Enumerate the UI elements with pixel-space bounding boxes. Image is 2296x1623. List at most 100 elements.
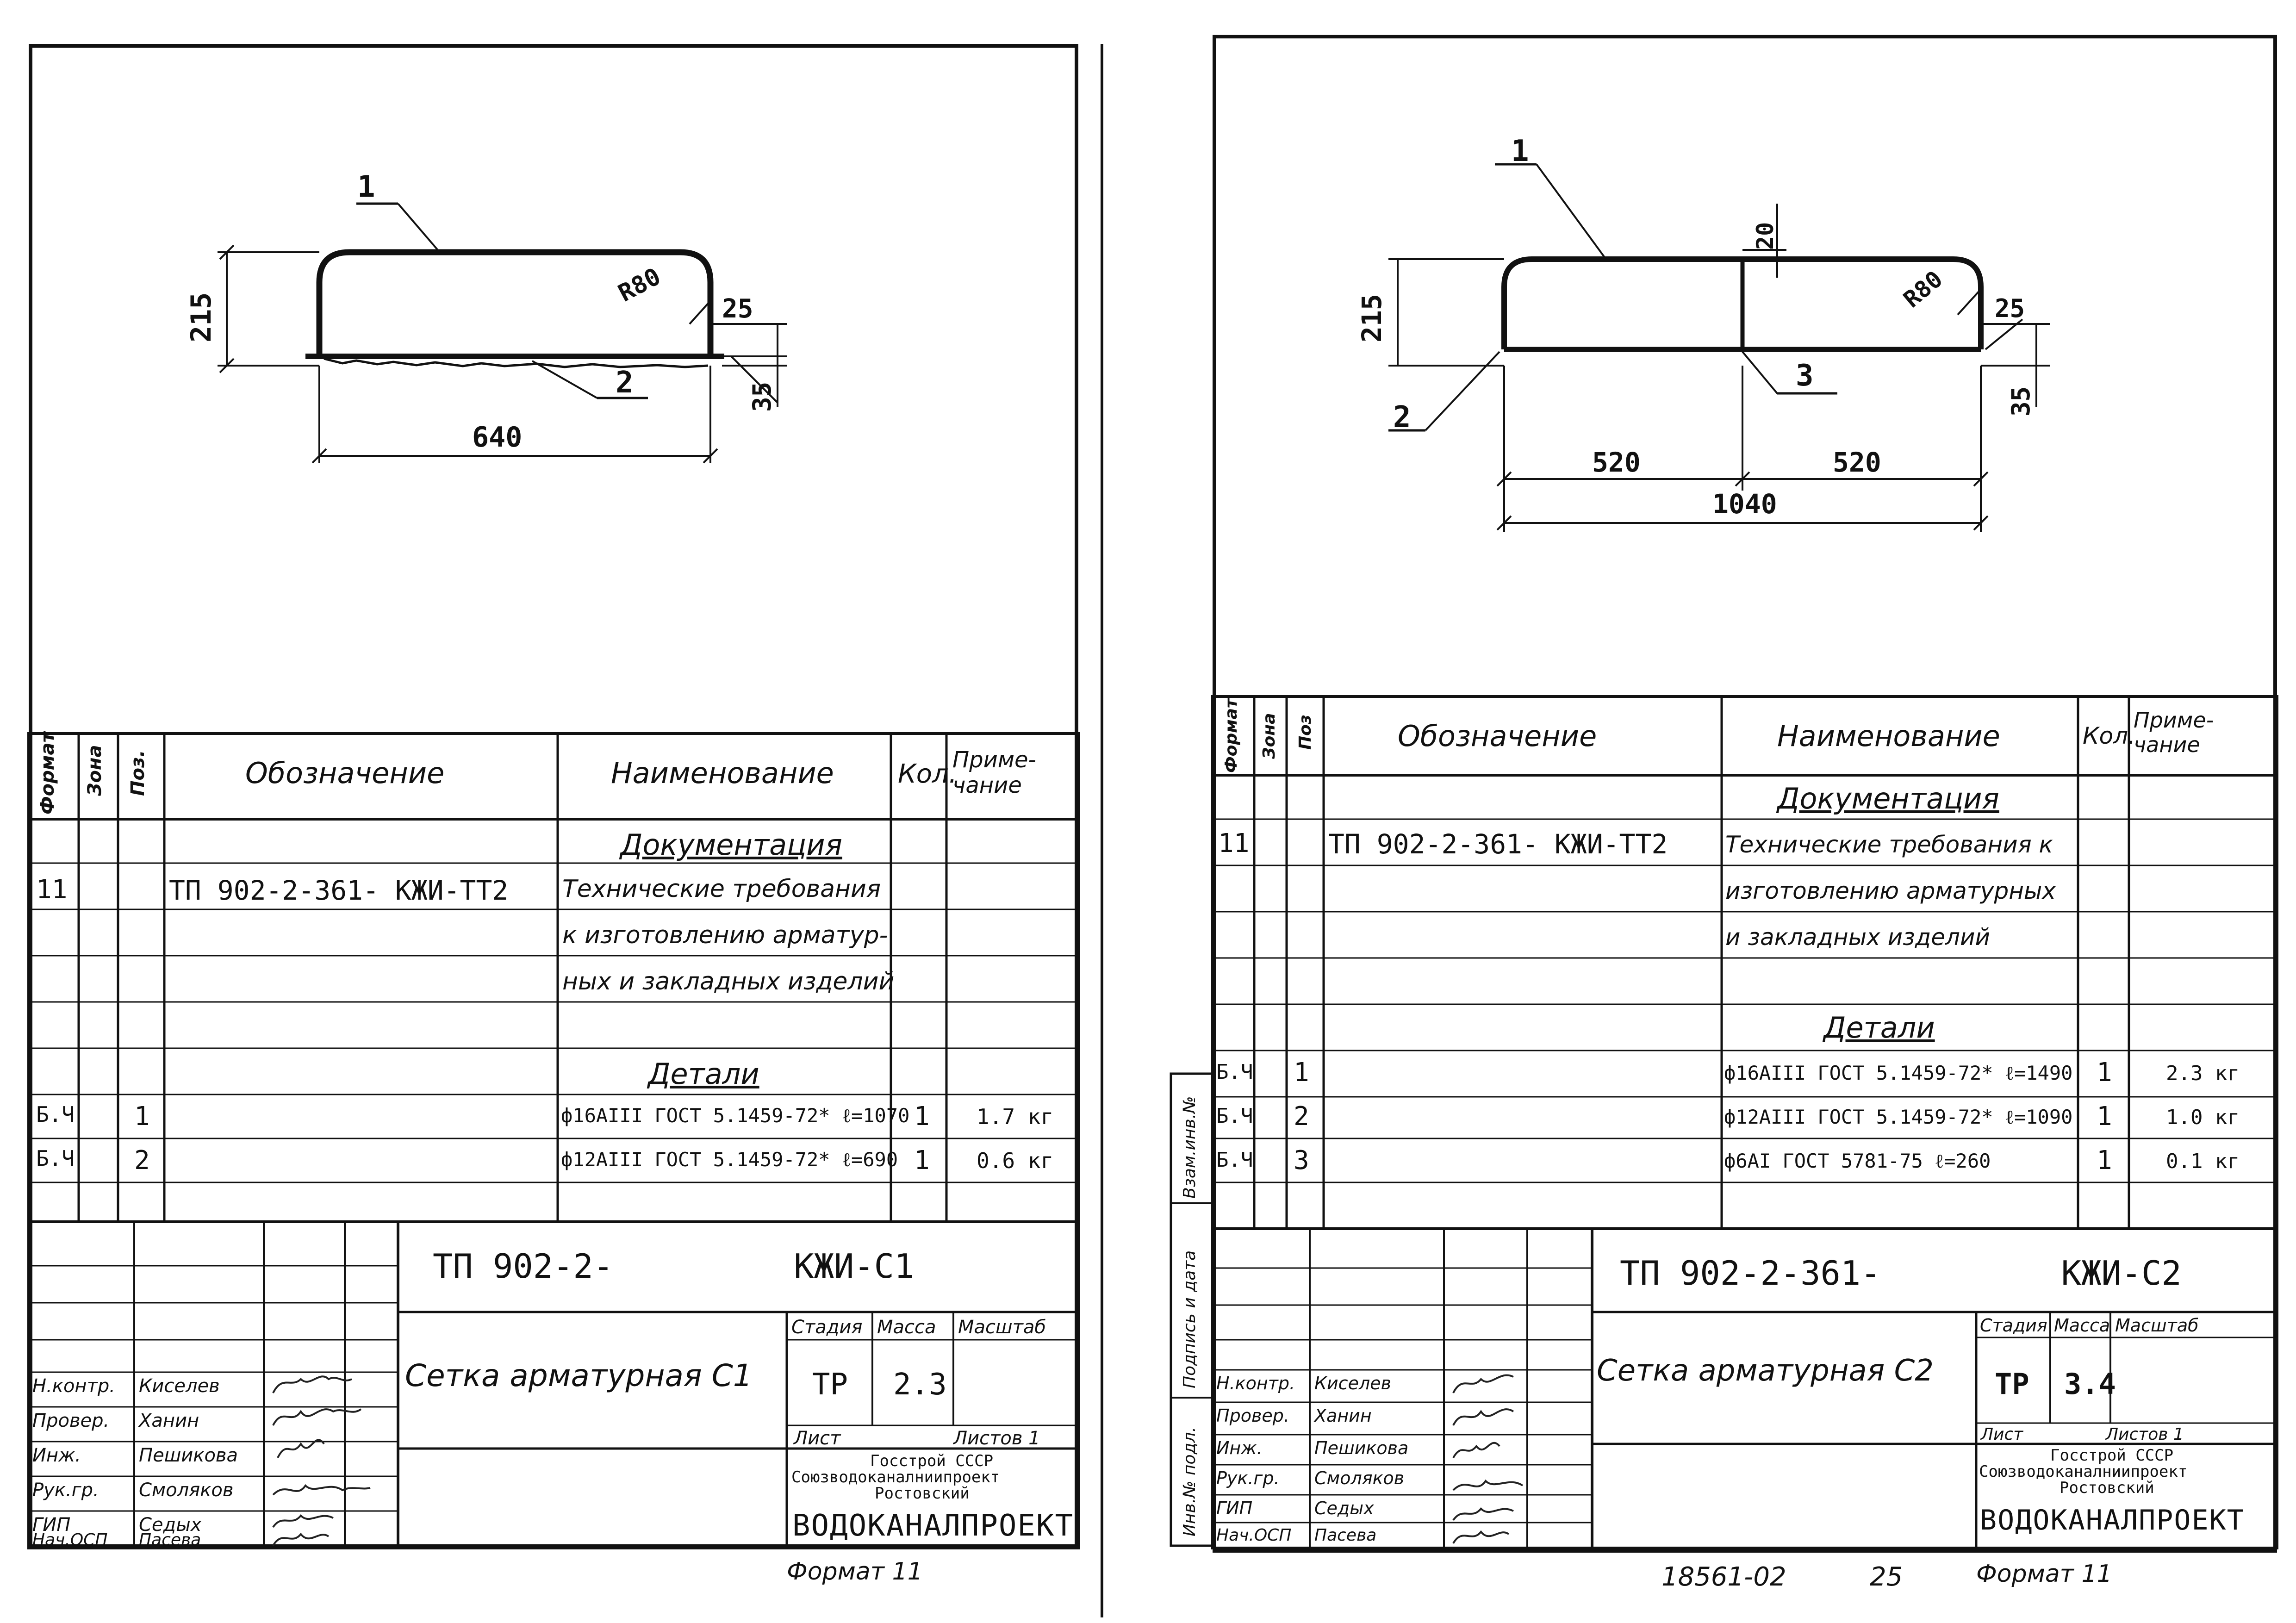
- person-5: Седых: [139, 1514, 202, 1536]
- stage-value: ТР: [812, 1368, 848, 1402]
- part-2-format: Б.Ч: [1216, 1104, 1253, 1128]
- mass-label: Масса: [877, 1317, 936, 1338]
- signature-6: [272, 1532, 330, 1547]
- signature-1: [1452, 1374, 1514, 1393]
- header-designation: Обозначение: [1398, 719, 1597, 753]
- role-6: Нач.ОСП: [1216, 1526, 1292, 1545]
- position-label-1: 1: [357, 170, 375, 204]
- stage-label: Стадия: [791, 1317, 863, 1338]
- part-2-position: 2: [134, 1145, 150, 1175]
- role-5: ГИП: [1216, 1498, 1253, 1518]
- header-name: Наименование: [611, 756, 834, 790]
- header-name: Наименование: [1777, 719, 2000, 753]
- part-2-name: ф12АIII ГОСТ 5.1459-72* ℓ=690: [561, 1148, 898, 1171]
- org-line-3: Ростовский: [2060, 1479, 2154, 1497]
- doc-name-line-2: к изготовлению арматур-: [562, 921, 888, 949]
- part-2-note: 0.6 кг: [977, 1148, 1054, 1173]
- doc-format: 11: [1218, 828, 1250, 858]
- page-number: 25: [1870, 1562, 1903, 1592]
- person-5: Седых: [1314, 1498, 1374, 1518]
- position-label-1: 1: [1511, 134, 1529, 168]
- person-2: Ханин: [1314, 1405, 1372, 1426]
- header-zone: Зона: [1260, 713, 1279, 759]
- margin-label-replacement-inv: Взам.инв.№: [1180, 1096, 1199, 1199]
- person-4: Смоляков: [139, 1480, 234, 1501]
- section-documentation: Документация: [620, 828, 842, 862]
- person-4: Смоляков: [1314, 1468, 1405, 1488]
- org-name: ВОДОКАНАЛПРОЕКТ: [792, 1509, 1074, 1543]
- margin-label-signature-date: Подпись и дата: [1180, 1250, 1199, 1388]
- sheet-label: Лист: [794, 1428, 841, 1449]
- header-format: Формат: [1222, 698, 1241, 773]
- role-2: Провер.: [1216, 1405, 1289, 1426]
- header-position: Поз.: [127, 750, 149, 796]
- rebar-mesh-drawing-c2: [1388, 163, 2050, 532]
- signature-4: [1452, 1479, 1524, 1491]
- header-quantity: Кол.: [898, 759, 957, 789]
- section-documentation: Документация: [1777, 782, 1999, 815]
- part-1-name: ф16АIII ГОСТ 5.1459-72* ℓ=1070: [561, 1104, 910, 1127]
- part-1-quantity: 1: [2097, 1057, 2112, 1088]
- part-1-format: Б.Ч: [36, 1102, 75, 1127]
- scale-label: Масштаб: [958, 1317, 1046, 1338]
- sheet-frame: [29, 44, 1078, 1548]
- header-note: Приме- чание: [2134, 708, 2214, 757]
- doc-name-line-2: изготовлению арматурных: [1725, 877, 2056, 904]
- signature-3: [1452, 1442, 1500, 1458]
- doc-name-line-3: ных и закладных изделий: [562, 968, 895, 995]
- person-1: Киселев: [1314, 1373, 1392, 1393]
- part-2-position: 2: [1294, 1101, 1309, 1132]
- part-2-name: ф12АIII ГОСТ 5.1459-72* ℓ=1090: [1724, 1106, 2073, 1128]
- doc-designation: ТП 902-2-361- КЖИ-ТТ2: [1328, 828, 1668, 860]
- role-4: Рук.гр.: [1216, 1468, 1280, 1488]
- sheet-right: 1 2 3 215 20 R80 25 35 520 520 1040: [1129, 0, 2296, 1623]
- role-5: ГИП: [32, 1514, 71, 1536]
- org-line-1: Госстрой СССР: [870, 1452, 994, 1470]
- doc-format: 11: [36, 875, 68, 905]
- org-line-1: Госстрой СССР: [2050, 1446, 2174, 1465]
- role-2: Провер.: [32, 1410, 110, 1431]
- signature-6: [1452, 1530, 1510, 1544]
- signature-1: [272, 1375, 352, 1393]
- person-1: Киселев: [139, 1375, 220, 1397]
- part-1-name: ф16АIII ГОСТ 5.1459-72* ℓ=1490: [1724, 1062, 2073, 1084]
- sheet-separator: [1101, 44, 1103, 1617]
- person-6: Пасева: [1314, 1526, 1377, 1545]
- signature-2: [272, 1408, 362, 1426]
- part-3-name: ф6АI ГОСТ 5781-75 ℓ=260: [1724, 1150, 1991, 1172]
- doc-name-line-3: и закладных изделий: [1725, 924, 1990, 951]
- signature-5: [1452, 1507, 1514, 1521]
- role-3: Инж.: [1216, 1438, 1263, 1458]
- position-label-3: 3: [1796, 359, 1814, 393]
- part-3-quantity: 1: [2097, 1145, 2112, 1175]
- role-1: Н.контр.: [32, 1375, 115, 1397]
- position-label-2: 2: [616, 366, 634, 400]
- signature-4: [272, 1484, 371, 1496]
- part-1-position: 1: [134, 1101, 150, 1132]
- dimension-640: 640: [472, 421, 523, 454]
- signature-5: [272, 1514, 334, 1528]
- drawing-title: Сетка арматурная С2: [1597, 1354, 1934, 1388]
- role-3: Инж.: [32, 1445, 81, 1466]
- section-parts: Детали: [1823, 1011, 1935, 1045]
- specification-table-grid: [1170, 695, 2278, 1549]
- role-1: Н.контр.: [1216, 1373, 1295, 1393]
- margin-label-original-inv: Инв.№ подл.: [1180, 1427, 1199, 1536]
- sheet-left: 1 2 215 R80 25 35 640: [0, 0, 1111, 1623]
- signature-2: [1452, 1408, 1514, 1426]
- sheets-label: Листов 1: [953, 1428, 1040, 1449]
- part-3-note: 0.1 кг: [2166, 1150, 2240, 1173]
- doc-name-line-1: Технические требования к: [1725, 831, 2053, 858]
- rebar-mesh-drawing-c1: [218, 202, 787, 464]
- person-6: Пасева: [139, 1530, 201, 1549]
- stage-value: ТР: [1995, 1367, 2029, 1401]
- drawing-code: ТП 902-2- КЖИ-С1: [433, 1247, 915, 1286]
- org-line-3: Ростовский: [875, 1484, 970, 1503]
- header-position: Поз: [1296, 715, 1315, 750]
- drawing-title: Сетка арматурная С1: [405, 1358, 753, 1393]
- part-1-note: 2.3 кг: [2166, 1062, 2240, 1085]
- doc-designation: ТП 902-2-361- КЖИ-ТТ2: [169, 875, 509, 906]
- dimension-25: 25: [1995, 294, 2025, 323]
- part-2-quantity: 1: [914, 1145, 930, 1175]
- part-2-format: Б.Ч: [36, 1146, 75, 1171]
